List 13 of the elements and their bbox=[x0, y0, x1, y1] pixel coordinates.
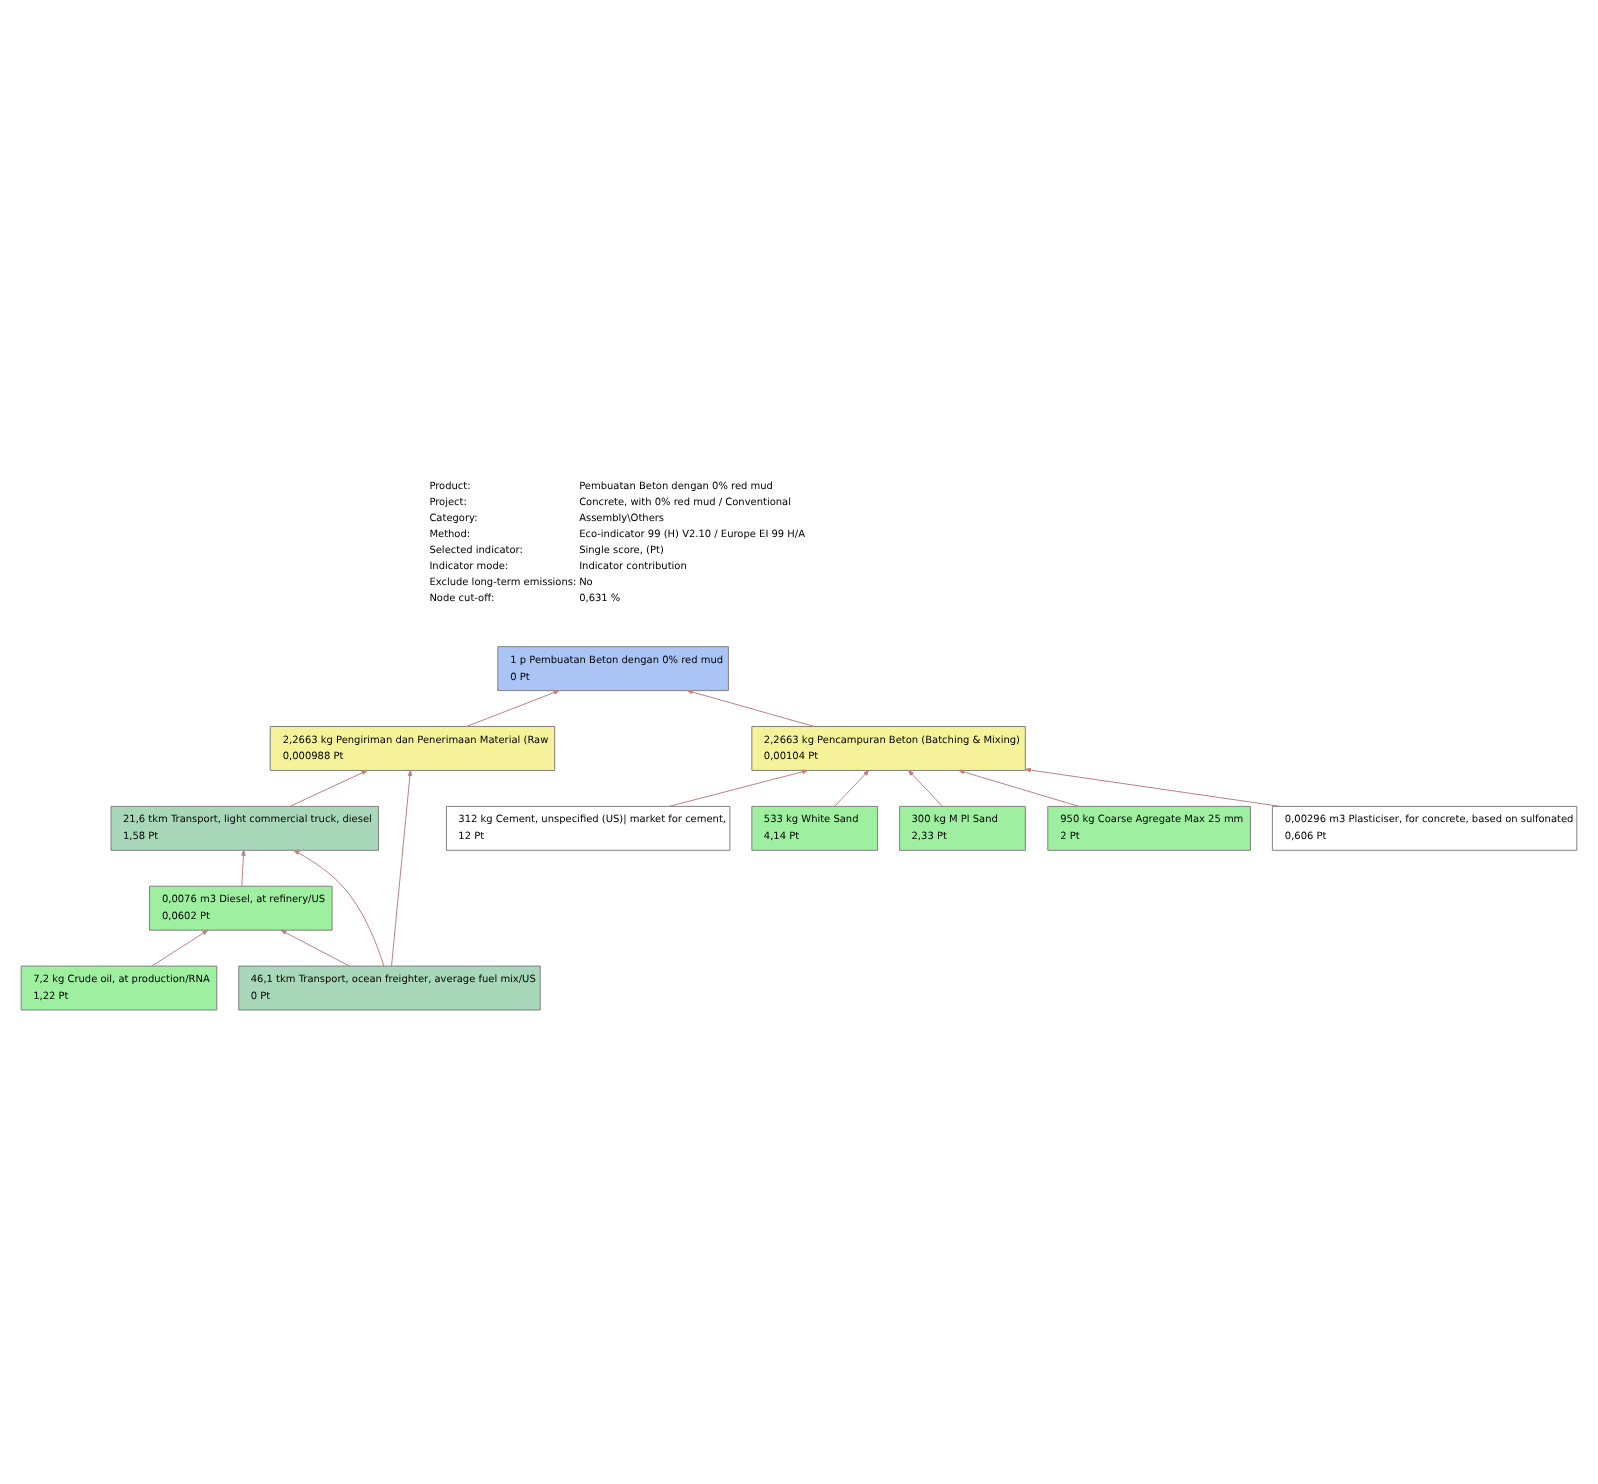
arrow bbox=[668, 769, 809, 807]
arrow bbox=[686, 689, 815, 727]
arrow bbox=[151, 929, 209, 967]
arrow bbox=[466, 690, 560, 727]
arrow bbox=[289, 770, 368, 807]
arrow bbox=[1024, 767, 1281, 807]
arrow bbox=[908, 769, 943, 807]
arrow bbox=[241, 849, 246, 887]
arrow bbox=[391, 770, 413, 967]
arrow bbox=[834, 769, 870, 807]
arrow bbox=[958, 769, 1080, 807]
arrow bbox=[280, 929, 350, 967]
arrow bbox=[293, 849, 385, 967]
